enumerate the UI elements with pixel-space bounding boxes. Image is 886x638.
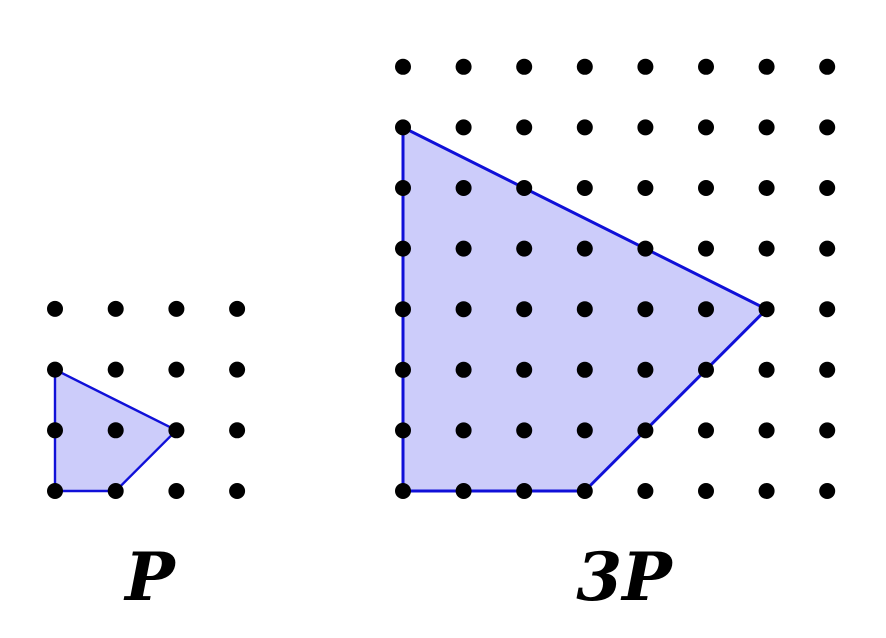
lattice-dot: [698, 180, 714, 196]
lattice-dot: [455, 119, 472, 136]
lattice-dot: [47, 483, 63, 499]
lattice-dot: [698, 58, 714, 75]
lattice-dot: [576, 301, 593, 318]
lattice-dot: [516, 180, 533, 196]
lattice-dot: [229, 483, 246, 499]
lattice-dot: [107, 422, 124, 439]
lattice-dot: [819, 301, 836, 318]
lattice-dot: [758, 301, 775, 318]
lattice-dot: [758, 483, 775, 499]
lattice-dot: [698, 119, 714, 136]
lattice-dot: [229, 300, 246, 317]
label-P: P: [123, 538, 177, 616]
lattice-dot: [47, 422, 63, 439]
lattice-dot: [698, 240, 714, 257]
lattice-dot: [758, 422, 775, 439]
lattice-dot: [168, 422, 185, 439]
lattice-dot: [758, 361, 775, 378]
lattice-dot: [516, 240, 533, 257]
lattice-dot: [758, 119, 775, 136]
lattice-dot: [455, 422, 472, 439]
lattice-dot: [819, 483, 836, 499]
lattice-dot: [758, 240, 775, 257]
lattice-dot: [637, 180, 654, 196]
lattice-dot: [455, 180, 472, 196]
lattice-dot: [698, 483, 714, 499]
lattice-dot: [168, 361, 185, 378]
lattice-dot: [576, 483, 593, 499]
lattice-dot: [395, 361, 411, 378]
lattice-dot: [698, 361, 714, 378]
lattice-dot: [516, 361, 533, 378]
lattice-dot: [576, 58, 593, 75]
lattice-dot: [516, 58, 533, 75]
lattice-dot: [637, 301, 654, 318]
lattice-dot: [107, 300, 124, 317]
lattice-dot: [455, 483, 472, 499]
lattice-dot: [395, 422, 411, 439]
lattice-dot: [819, 422, 836, 439]
lattice-dot: [395, 119, 411, 136]
lattice-dot: [107, 361, 124, 378]
lattice-dot: [576, 240, 593, 257]
lattice-dot: [395, 58, 411, 75]
lattice-dot: [395, 301, 411, 318]
lattice-dot: [576, 119, 593, 136]
lattice-dot: [637, 58, 654, 75]
lattice-dot: [576, 180, 593, 196]
lattice-dot: [455, 58, 472, 75]
lattice-dot: [455, 301, 472, 318]
lattice-dot: [819, 119, 836, 136]
lattice-dot: [698, 301, 714, 318]
lattice-dot: [47, 361, 63, 378]
lattice-P: P: [47, 300, 246, 616]
lattice-dot: [576, 361, 593, 378]
lattice-dot: [107, 483, 124, 499]
dot-grid-3P: [395, 58, 836, 499]
lattice-dot: [229, 422, 246, 439]
lattice-dot: [395, 240, 411, 257]
lattice-dot: [819, 361, 836, 378]
lattice-dot: [395, 180, 411, 196]
lattice-dot: [47, 300, 63, 317]
lattice-dot: [819, 240, 836, 257]
lattice-dot: [455, 361, 472, 378]
lattice-dot: [455, 240, 472, 257]
lattice-dot: [168, 483, 185, 499]
lattice-dot: [637, 483, 654, 499]
lattice-dot: [516, 301, 533, 318]
lattice-dot: [637, 361, 654, 378]
lattice-dot: [516, 483, 533, 499]
lattice-3P: 3P: [395, 58, 836, 616]
lattice-dot: [819, 180, 836, 196]
lattice-dot: [758, 180, 775, 196]
lattice-dot: [637, 240, 654, 257]
lattice-dot: [637, 422, 654, 439]
lattice-dot: [168, 300, 185, 317]
lattice-dot: [819, 58, 836, 75]
lattice-dot: [758, 58, 775, 75]
lattice-dot: [516, 422, 533, 439]
lattice-dot: [698, 422, 714, 439]
lattice-dot: [395, 483, 411, 499]
lattice-dot: [576, 422, 593, 439]
dot-grid-P: [47, 300, 246, 499]
label-3P: 3P: [576, 538, 674, 616]
lattice-dot: [229, 361, 246, 378]
lattice-dot: [637, 119, 654, 136]
lattice-dot: [516, 119, 533, 136]
